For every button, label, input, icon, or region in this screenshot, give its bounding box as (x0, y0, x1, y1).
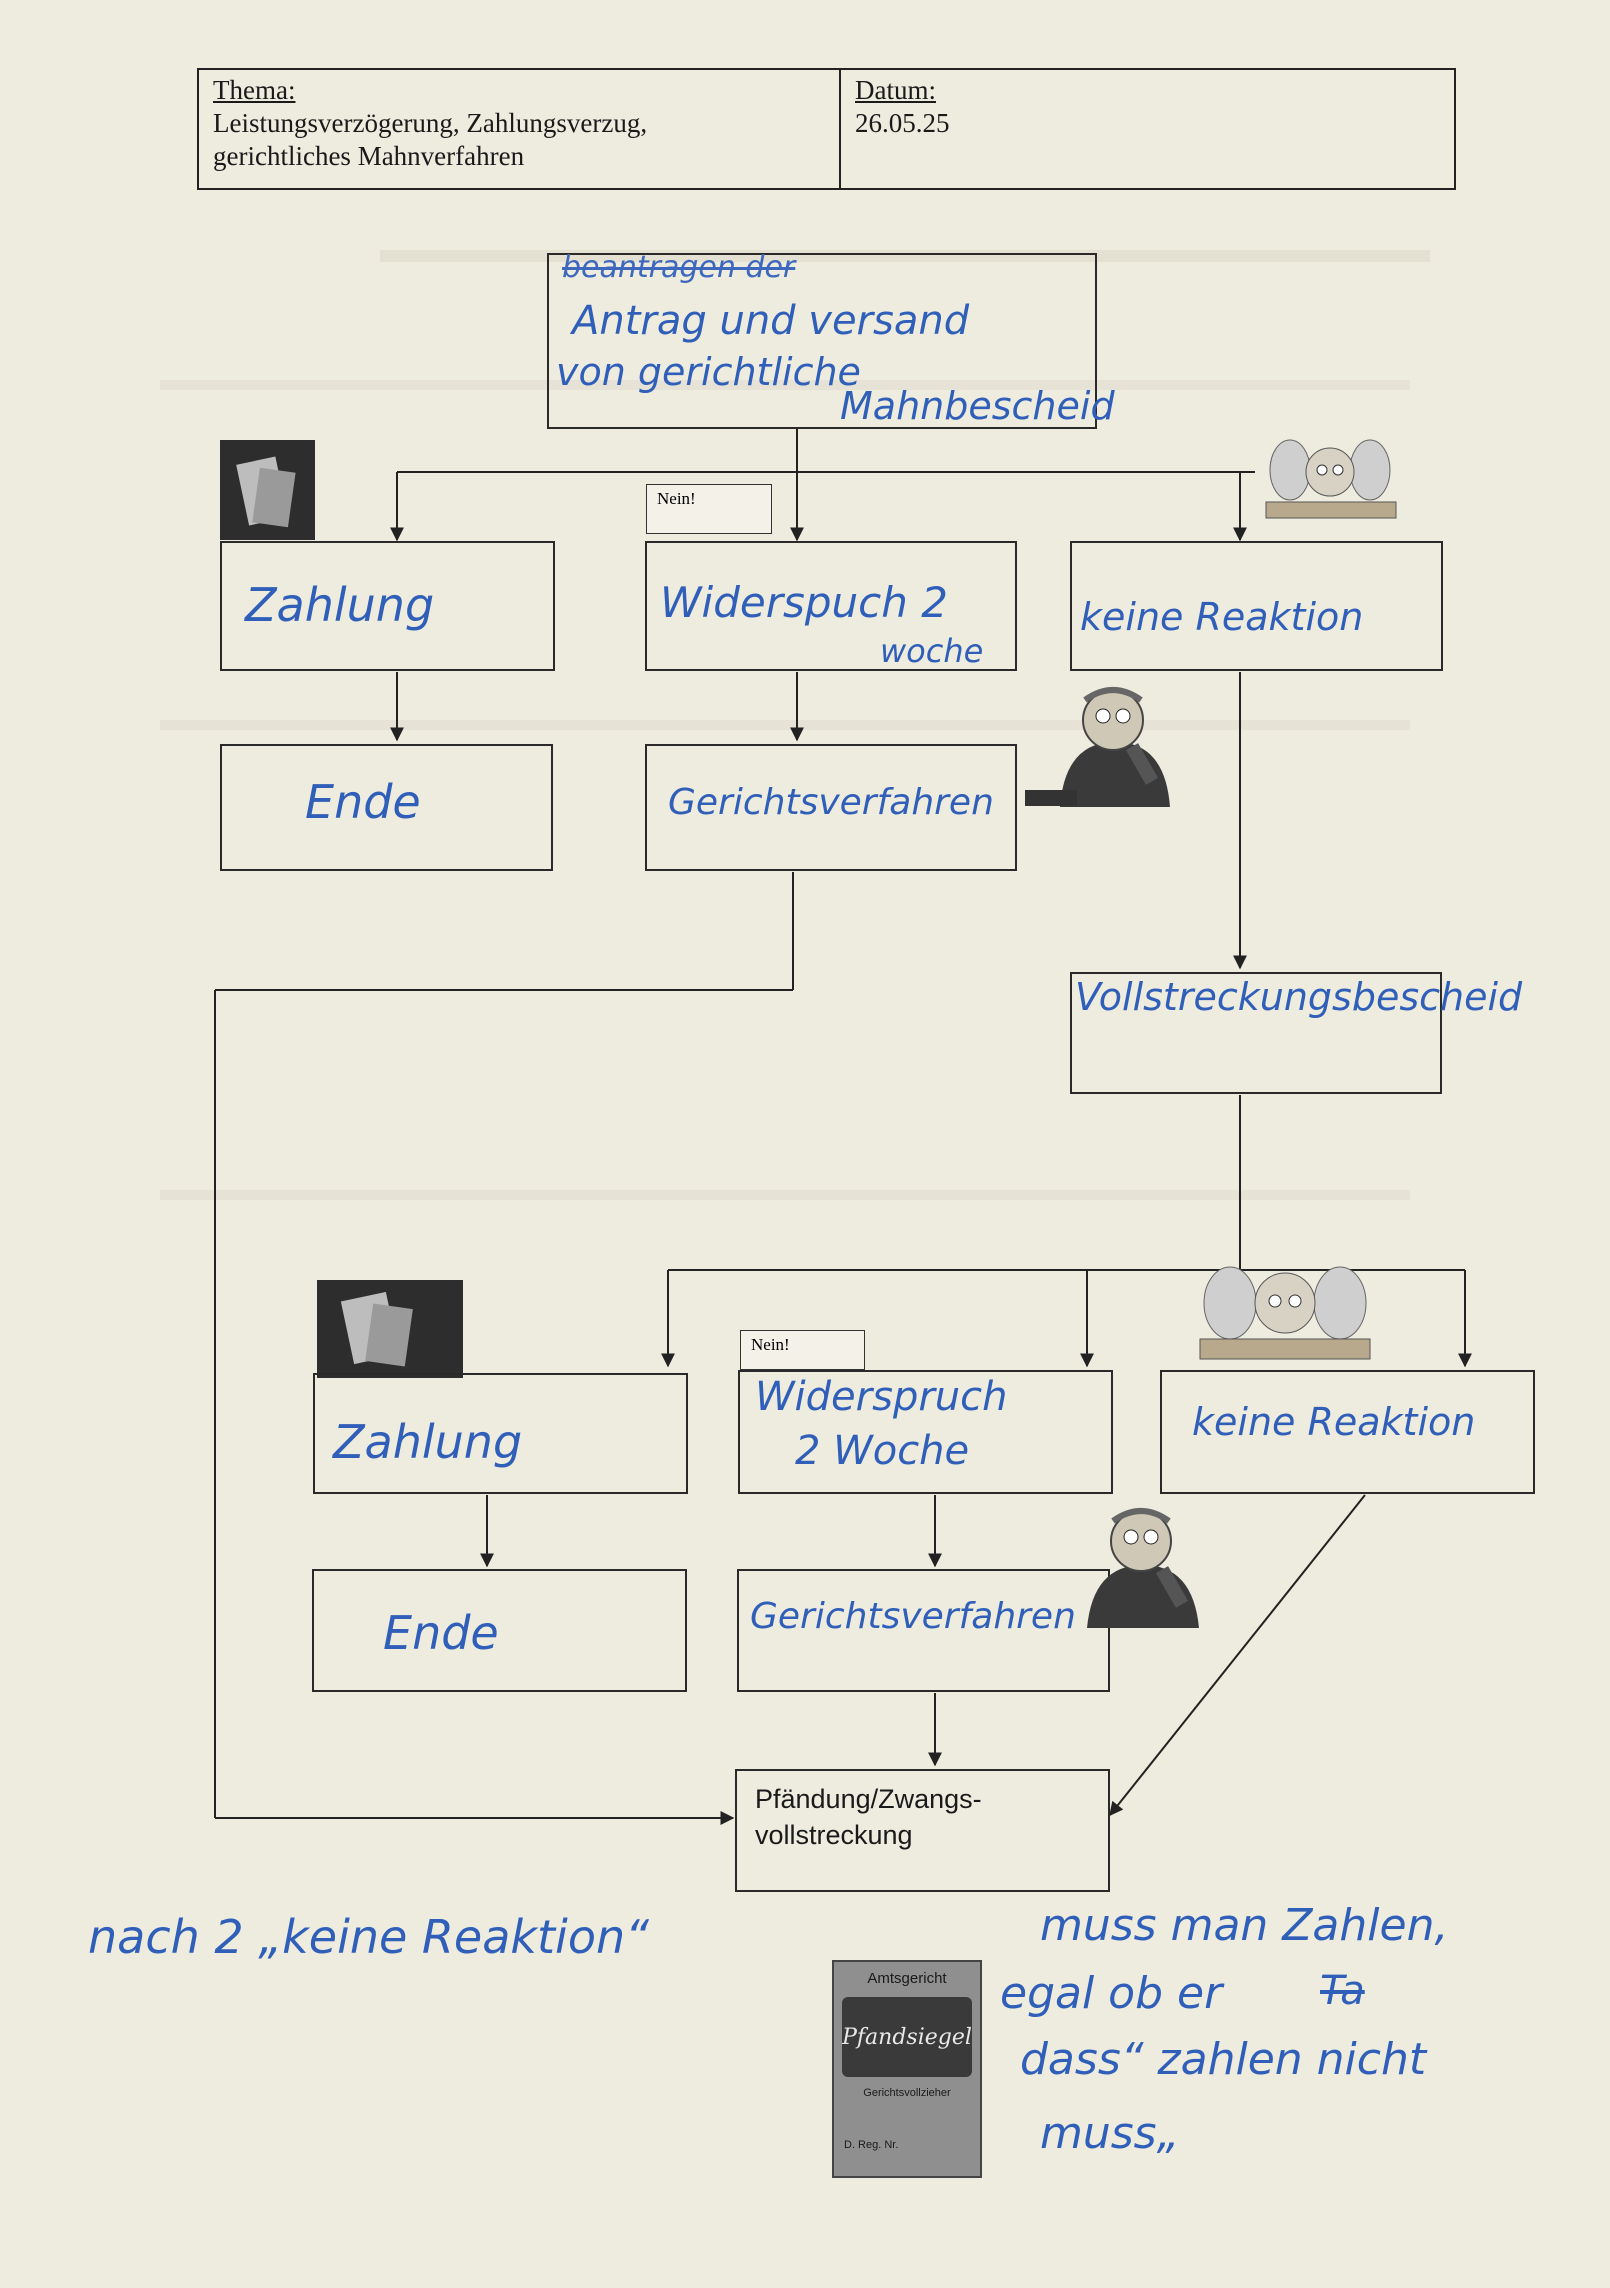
no-reaction-box (1160, 1370, 1535, 1494)
note-line: dass“ zahlen nicht (1020, 2034, 1427, 2085)
seizure-label: Pfändung/Zwangs- (755, 1784, 982, 1814)
enforcement-notice-box (1070, 972, 1442, 1094)
topic-line: Leistungsverzögerung, Zahlungsverzug, (213, 108, 648, 138)
application-line: Mahnbescheid (840, 384, 1115, 428)
money-photo-icon (317, 1280, 463, 1378)
application-box (547, 253, 1097, 429)
judge-bench-icon (1190, 1255, 1380, 1365)
objection-label: Widerspuch 2 (660, 578, 948, 627)
seizure-box (735, 1769, 1110, 1892)
topic-label: Thema: (213, 75, 296, 105)
end-box (312, 1569, 687, 1692)
enforcement-notice-label: Vollstreckungsbescheid (1075, 975, 1523, 1019)
no-reaction-label: keine Reaktion (1080, 595, 1364, 639)
payment-box (313, 1373, 688, 1494)
money-photo-icon (220, 440, 315, 540)
judge-bench-icon (1258, 430, 1403, 525)
topic-cell: Thema: Leistungsverzögerung, Zahlungsver… (199, 70, 841, 188)
objection-box (645, 541, 1017, 671)
note-line: nach 2 „keine Reaktion“ (88, 1910, 649, 1964)
seal-sticker: Amtsgericht Pfandsiegel Gerichtsvollzieh… (832, 1960, 982, 2178)
seal-sub: Gerichtsvollzieher (863, 2087, 951, 2099)
seal-top: Amtsgericht (867, 1970, 947, 1987)
note-line: muss„ (1040, 2108, 1180, 2159)
topic-line: gerichtliches Mahnverfahren (213, 141, 525, 171)
nein-tag: Nein! (646, 484, 772, 534)
bleed-through-line (160, 1190, 1410, 1200)
application-line: Antrag und versand (572, 298, 970, 344)
objection-box (738, 1370, 1113, 1494)
application-line: von gerichtliche (556, 350, 861, 394)
bleed-through-line (160, 380, 1410, 390)
struck-text: beantragen der (562, 250, 796, 285)
objection-duration: woche (880, 632, 984, 670)
objection-duration: 2 Woche (795, 1428, 970, 1474)
header-table: Thema: Leistungsverzögerung, Zahlungsver… (197, 68, 1456, 190)
note-line: egal ob er (1000, 1968, 1223, 2019)
judge-gavel-icon (1025, 672, 1175, 812)
note-line: muss man Zahlen, (1040, 1900, 1449, 1951)
bleed-through-line (160, 720, 1410, 730)
payment-label: Zahlung (245, 578, 435, 632)
struck-word: Ta (1320, 1968, 1365, 2014)
no-reaction-box (1070, 541, 1443, 671)
date-cell: Datum: 26.05.25 (841, 70, 964, 188)
court-label: Gerichtsverfahren (668, 782, 994, 823)
payment-box (220, 541, 555, 671)
payment-label: Zahlung (333, 1415, 523, 1469)
seizure-label: vollstreckung (755, 1820, 913, 1850)
end-label: Ende (305, 775, 421, 829)
no-reaction-label: keine Reaktion (1192, 1400, 1476, 1444)
judge-gavel-icon (1057, 1493, 1207, 1633)
court-box (737, 1569, 1110, 1692)
seal-badge: Pfandsiegel (842, 1997, 972, 2077)
nein-tag: Nein! (740, 1330, 865, 1370)
objection-label: Widerspruch (755, 1374, 1008, 1420)
end-box (220, 744, 553, 871)
end-label: Ende (383, 1606, 499, 1660)
court-box (645, 744, 1017, 871)
court-label: Gerichtsverfahren (750, 1596, 1076, 1637)
seal-reg: D. Reg. Nr. (844, 2139, 899, 2151)
date-value: 26.05.25 (855, 108, 950, 138)
seal-main: Pfandsiegel (842, 2024, 972, 2050)
date-label: Datum: (855, 75, 936, 105)
